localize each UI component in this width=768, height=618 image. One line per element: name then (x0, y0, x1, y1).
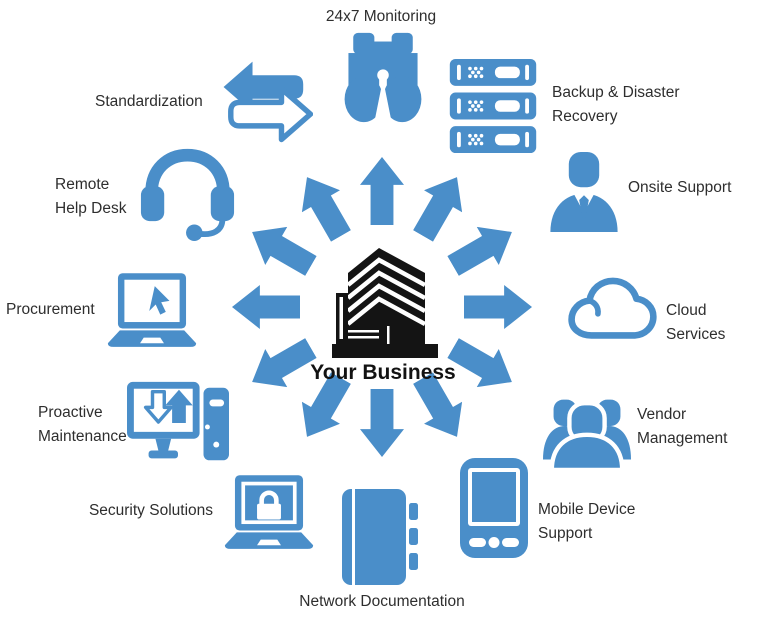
service-label: Standardization (95, 93, 203, 110)
desktop-update-icon (127, 377, 229, 473)
people-group-icon (543, 382, 631, 470)
service-label: 24x7 Monitoring (325, 8, 437, 25)
service-label: Security Solutions (88, 502, 213, 519)
spoke-arrow (360, 389, 404, 457)
office-building-icon (328, 246, 442, 364)
service-label: Cloud Services (666, 302, 726, 343)
spoke-arrow (442, 213, 523, 285)
mobile-phone-icon (455, 458, 533, 558)
spoke-arrow (464, 285, 532, 329)
swap-arrows-icon (221, 58, 313, 144)
service-label: Vendor Management (637, 406, 728, 447)
binder-icon (338, 487, 422, 587)
service-label: Backup & Disaster Recovery (552, 84, 680, 125)
service-label: Procurement (6, 301, 95, 318)
spoke-arrow (241, 213, 322, 285)
laptop-cursor-icon (106, 272, 198, 350)
server-stack-icon (448, 58, 538, 154)
spoke-arrow (360, 157, 404, 225)
service-label: Network Documentation (299, 593, 465, 610)
service-label: Proactive Maintenance (38, 404, 127, 445)
cloud-icon (565, 272, 659, 350)
service-label: Mobile Device Support (538, 501, 636, 542)
laptop-lock-icon (223, 474, 315, 552)
headset-icon (139, 142, 236, 242)
hub-label: Your Business (310, 361, 456, 384)
spoke-arrow (232, 285, 300, 329)
spoke-arrow (288, 166, 360, 247)
service-label: Onsite Support (628, 179, 732, 196)
spoke-arrow (404, 166, 476, 247)
person-suit-icon (544, 148, 624, 236)
service-label: Remote Help Desk (55, 176, 127, 217)
binoculars-icon (335, 30, 431, 126)
